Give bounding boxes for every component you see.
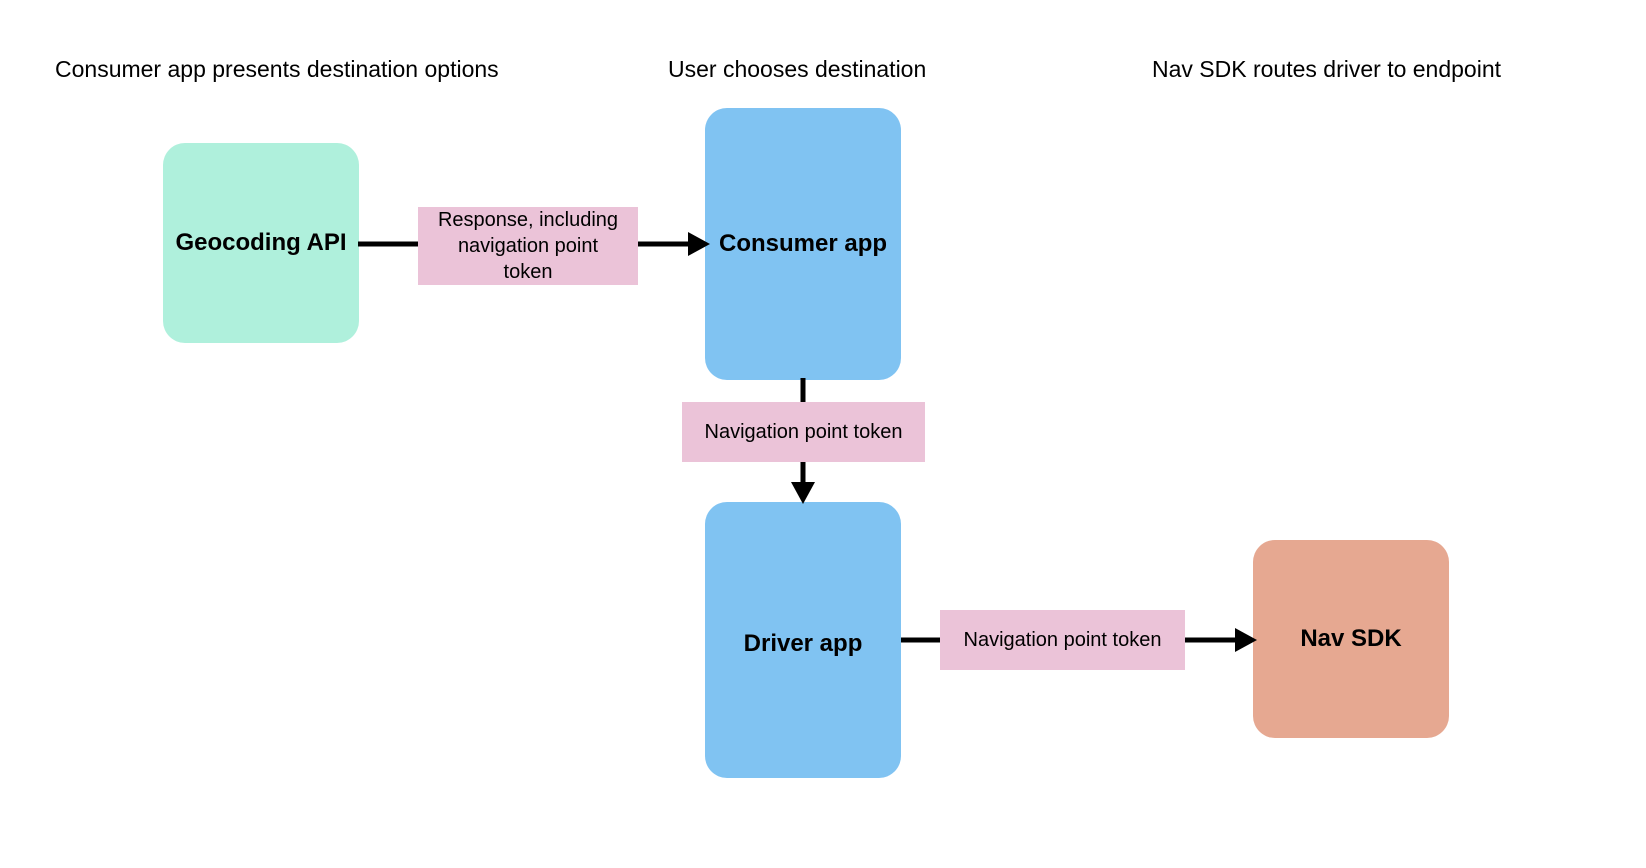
edge-label-text: Navigation point token (963, 629, 1162, 651)
edge-label-line-1: Response, including (437, 209, 619, 231)
node-driver-app-label: Driver app (743, 630, 863, 657)
node-nav-sdk-label: Nav SDK (1300, 625, 1402, 652)
node-driver-app[interactable]: Driver app (705, 502, 901, 778)
column-header-consumer: Consumer app presents destination option… (55, 56, 499, 82)
edge-label-driver-to-navsdk: Navigation point token (940, 610, 1185, 670)
column-header-user: User chooses destination (668, 56, 927, 82)
node-consumer-app[interactable]: Consumer app (705, 108, 901, 380)
edge-label-geocoding-to-consumer: Response, including navigation point tok… (418, 207, 638, 285)
column-header-navsdk: Nav SDK routes driver to endpoint (1152, 56, 1502, 82)
node-nav-sdk[interactable]: Nav SDK (1253, 540, 1449, 738)
edge-label-consumer-to-driver: Navigation point token (682, 402, 925, 462)
edge-label-line-3: token (503, 261, 553, 283)
edge-label-line-2: navigation point (457, 235, 599, 257)
node-geocoding-api[interactable]: Geocoding API (163, 143, 359, 343)
edge-label-text: Navigation point token (704, 421, 903, 443)
node-geocoding-api-label: Geocoding API (175, 229, 347, 256)
node-consumer-app-label: Consumer app (718, 230, 888, 257)
